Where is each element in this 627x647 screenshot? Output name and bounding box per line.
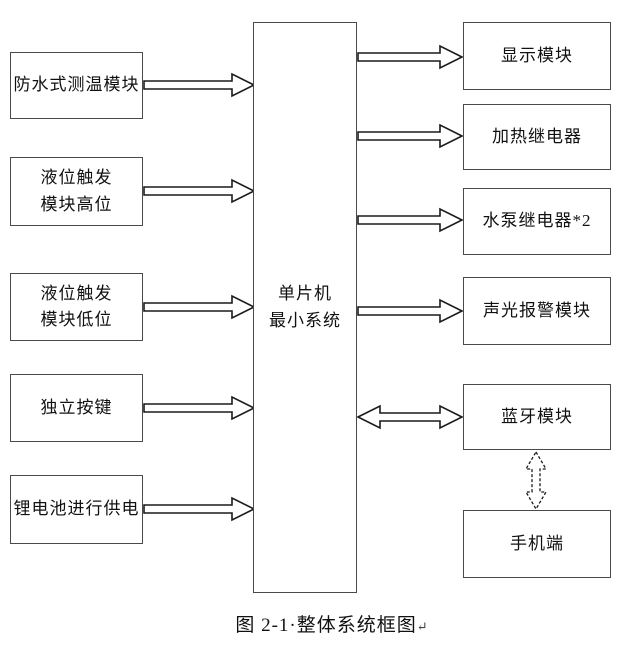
- arrow-mcu-bluetooth-bidirectional: [356, 404, 464, 430]
- node-bluetooth-module: 蓝牙模块: [463, 384, 611, 450]
- arrow-mcu-to-alarm: [357, 298, 464, 324]
- arrow-temp-module-to-mcu: [143, 72, 256, 98]
- arrow-bluetooth-phone-dashed: [524, 450, 548, 511]
- paragraph-mark-icon: ↵: [416, 619, 428, 634]
- node-heating-relay: 加热继电器: [463, 104, 611, 170]
- node-phone-terminal: 手机端: [463, 510, 611, 578]
- arrow-level-high-to-mcu: [143, 178, 256, 204]
- node-mcu-minimal-system: 单片机 最小系统: [253, 22, 357, 593]
- arrow-level-low-to-mcu: [143, 294, 256, 320]
- figure-caption: 图 2-1·整体系统框图↵: [36, 610, 627, 637]
- node-sound-light-alarm: 声光报警模块: [463, 277, 611, 345]
- arrow-battery-to-mcu: [143, 496, 256, 522]
- node-level-trigger-high: 液位触发 模块高位: [10, 157, 143, 226]
- node-level-trigger-low: 液位触发 模块低位: [10, 273, 143, 341]
- arrow-mcu-to-pump-relay: [357, 207, 464, 233]
- node-display-module: 显示模块: [463, 22, 611, 90]
- arrow-button-to-mcu: [143, 395, 256, 421]
- node-waterproof-temp-module: 防水式测温模块: [10, 52, 143, 119]
- figure-caption-text: 图 2-1·整体系统框图: [235, 615, 417, 636]
- node-lithium-battery-power: 锂电池进行供电: [10, 475, 143, 544]
- node-independent-button: 独立按键: [10, 374, 143, 442]
- arrow-mcu-to-display: [357, 44, 464, 70]
- arrow-mcu-to-heating-relay: [357, 123, 464, 149]
- node-pump-relay: 水泵继电器*2: [463, 188, 611, 255]
